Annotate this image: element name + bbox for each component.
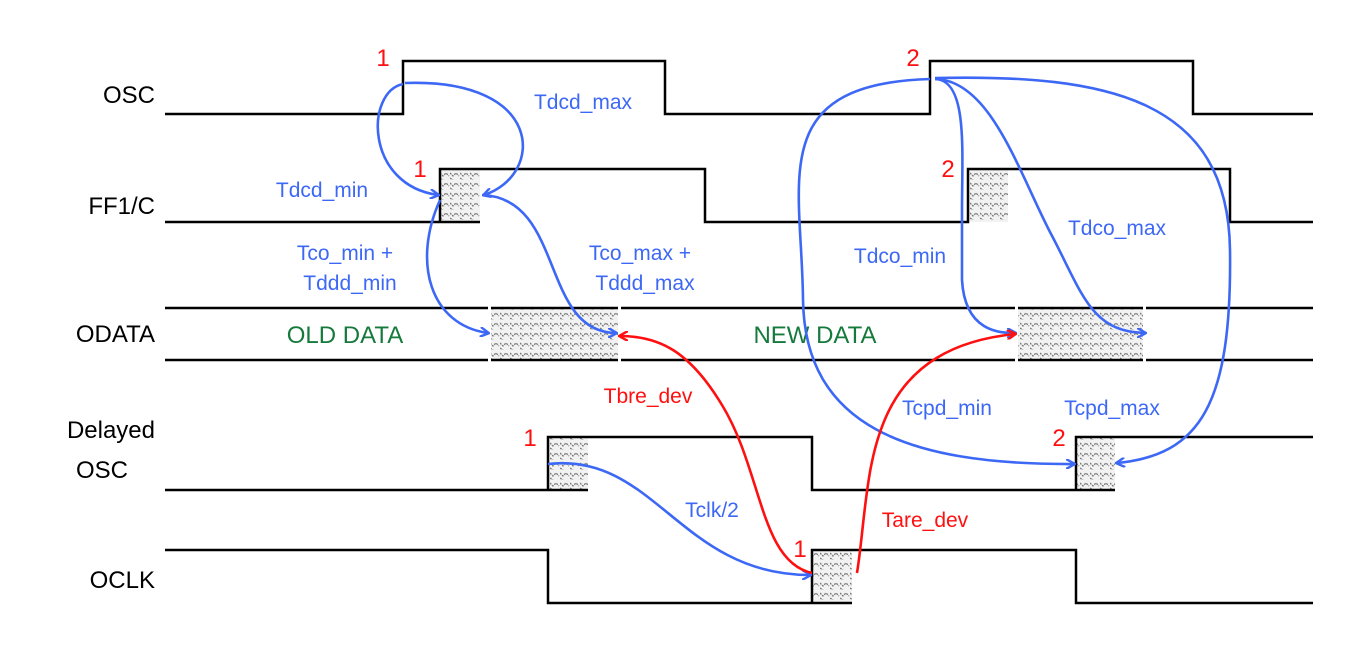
tare-dev-arrow	[855, 334, 1015, 574]
tare-dev-label: Tare_dev	[882, 509, 969, 532]
signal-label-delayed-osc-1: Delayed	[67, 417, 155, 444]
oclk-uncertainty-1	[813, 551, 852, 603]
tdco-max-arrow	[934, 77, 1145, 333]
oclk-waveform	[165, 548, 1313, 605]
edge-marker-oclk-1: 1	[793, 536, 806, 563]
ff1c-uncertainty-1	[441, 170, 480, 222]
new-data-label: NEW DATA	[753, 322, 876, 349]
signal-label-osc: OSC	[103, 82, 155, 109]
tdco-max-label: Tdco_max	[1068, 217, 1167, 240]
tcpd-max-label: Tcpd_max	[1064, 397, 1160, 420]
tcpd-min-arrow	[797, 77, 1074, 464]
tbre-dev-arrow	[620, 336, 813, 575]
tdco-min-label: Tdco_min	[854, 245, 946, 268]
osc-waveform	[165, 59, 1313, 116]
edge-marker-ff1c-2: 2	[941, 156, 954, 183]
tco-max-label-2: Tddd_max	[595, 272, 695, 295]
edge-marker-osc-1: 1	[376, 45, 389, 72]
tclk-half-arrow	[547, 461, 810, 575]
tco-max-arrow	[481, 193, 616, 333]
tco-max-label-1: Tco_max +	[589, 242, 691, 265]
tdcd-min-label: Tdcd_min	[276, 179, 368, 202]
ff1c-uncertainty-2	[969, 170, 1008, 222]
delayed-osc-uncertainty-2	[1077, 438, 1115, 490]
tco-min-label-2: Tddd_min	[303, 272, 396, 295]
tdcd-max-label: Tdcd_max	[534, 91, 633, 114]
signal-label-oclk: OCLK	[90, 567, 155, 594]
tdco-min-arrow	[934, 77, 1015, 333]
signal-label-ff1c: FF1/C	[88, 193, 155, 220]
tco-min-arrow	[425, 199, 488, 333]
edge-marker-osc-2: 2	[906, 45, 919, 72]
edge-marker-delayed-osc-2: 2	[1052, 425, 1065, 452]
delayed-osc-waveform	[165, 435, 1313, 492]
edge-marker-delayed-osc-1: 1	[523, 425, 536, 452]
tclk-half-label: Tclk/2	[685, 499, 739, 522]
odata-transition-2	[1018, 309, 1143, 360]
odata-transition-1	[491, 309, 618, 360]
old-data-label: OLD DATA	[287, 322, 403, 349]
tbre-dev-label: Tbre_dev	[604, 385, 693, 408]
signal-label-odata: ODATA	[76, 321, 155, 348]
tcpd-min-label: Tcpd_min	[902, 397, 992, 420]
tco-min-label-1: Tco_min +	[297, 242, 393, 265]
signal-label-delayed-osc-2: OSC	[76, 457, 128, 484]
tdcd-min-arrow	[376, 82, 438, 195]
edge-marker-ff1c-1: 1	[413, 156, 426, 183]
tdcd-max-arrow	[404, 81, 525, 195]
tcpd-max-arrow	[934, 76, 1232, 463]
